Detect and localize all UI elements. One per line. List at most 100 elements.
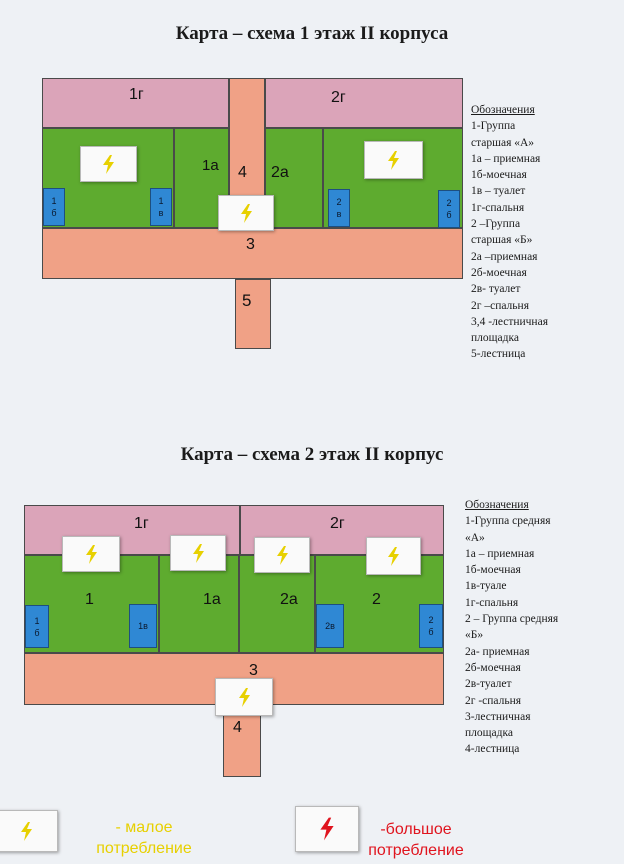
room-2g bbox=[265, 78, 463, 128]
legend-heading: Обозначения bbox=[465, 499, 529, 511]
room-1v-number: 1 bbox=[158, 196, 164, 206]
small-consumption-card bbox=[170, 535, 226, 571]
label-3: 3 bbox=[249, 662, 258, 679]
room-1v: 1в bbox=[129, 604, 157, 648]
small-consumption-key-card bbox=[0, 810, 58, 852]
lightning-yellow-icon bbox=[276, 545, 288, 565]
label-2: 2 bbox=[372, 591, 381, 608]
room-2b: 2 б bbox=[438, 190, 460, 228]
lightning-yellow-icon bbox=[85, 544, 97, 564]
label-1a: 1а bbox=[203, 591, 221, 608]
legend-item: площадка bbox=[465, 727, 513, 740]
legend-item: 1-Группа bbox=[471, 120, 516, 133]
room-2v-letter: в bbox=[336, 209, 342, 219]
label-5: 5 bbox=[242, 291, 252, 310]
small-consumption-card bbox=[62, 536, 120, 572]
legend-item: «А» bbox=[465, 531, 485, 544]
room-2v-number: 2 bbox=[336, 197, 342, 207]
legend-item: 1б-моечная bbox=[465, 564, 521, 577]
legend-item: 1г-спальня bbox=[465, 596, 519, 609]
label-4: 4 bbox=[238, 164, 247, 181]
room-1v-letter: в bbox=[158, 208, 164, 218]
legend-item: 2в-туалет bbox=[465, 678, 512, 691]
lightning-yellow-icon bbox=[192, 543, 204, 563]
legend-item: 1а – приемная bbox=[465, 547, 535, 560]
legend-item: 4-лестница bbox=[465, 743, 520, 756]
staircase-4 bbox=[223, 705, 261, 777]
legend-item: «Б» bbox=[465, 629, 484, 642]
large-consumption-key-card bbox=[295, 806, 359, 852]
legend-item: 2б-моечная bbox=[471, 266, 527, 279]
label-4: 4 bbox=[233, 719, 242, 736]
small-consumption-card bbox=[80, 146, 137, 182]
lightning-red-icon bbox=[320, 817, 334, 841]
staircase-5 bbox=[235, 279, 271, 349]
room-2b: 2 б bbox=[419, 604, 443, 648]
large-consumption-label-line1: -большое bbox=[380, 821, 452, 838]
room-1b-letter: б bbox=[51, 208, 57, 218]
lightning-yellow-icon bbox=[103, 154, 114, 174]
room-2v-label: 2в bbox=[325, 621, 335, 631]
legend-item: 5-лестница bbox=[471, 348, 526, 361]
label-2a: 2а bbox=[280, 591, 298, 608]
small-consumption-label-line2: потребление bbox=[96, 840, 192, 857]
small-consumption-card bbox=[218, 195, 274, 231]
room-2b-number: 2 bbox=[428, 615, 434, 625]
legend-item: 3,4 -лестничная bbox=[471, 315, 548, 328]
label-2g: 2г bbox=[331, 89, 346, 106]
floor2-title: Карта – схема 2 этаж II корпус bbox=[180, 444, 444, 465]
label-1a: 1а bbox=[202, 157, 219, 174]
room-1g bbox=[42, 78, 229, 128]
legend-item: старшая «А» bbox=[471, 136, 535, 149]
label-1g: 1г bbox=[129, 86, 144, 103]
legend-item: площадка bbox=[471, 332, 519, 345]
large-consumption-label: -большое потребление bbox=[356, 819, 476, 861]
room-1b: 1 б bbox=[43, 188, 65, 226]
large-consumption-label-line2: потребление bbox=[368, 842, 464, 859]
room-1v: 1 в bbox=[150, 188, 172, 226]
legend-item: 3-лестничная bbox=[465, 710, 531, 723]
floor2-legend: Обозначения 1-Группа средняя «А» 1а – пр… bbox=[465, 497, 558, 758]
lightning-yellow-icon bbox=[20, 821, 32, 841]
legend-heading: Обозначения bbox=[471, 104, 535, 116]
small-consumption-card bbox=[215, 678, 273, 716]
legend-item: 1б-моечная bbox=[471, 169, 527, 182]
legend-item: 2 – Группа средняя bbox=[465, 613, 559, 626]
legend-item: старшая «Б» bbox=[471, 234, 533, 247]
label-2a: 2а bbox=[271, 164, 289, 181]
small-consumption-card bbox=[254, 537, 310, 573]
label-1g: 1г bbox=[134, 515, 149, 532]
legend-item: 1в – туалет bbox=[471, 185, 526, 198]
room-2v: 2в bbox=[316, 604, 344, 648]
floor1-legend: Обозначения 1-Группа старшая «А» 1а – пр… bbox=[471, 102, 548, 363]
floor1-title: Карта – схема 1 этаж II корпуса bbox=[175, 23, 449, 44]
small-consumption-card bbox=[364, 141, 423, 179]
legend-item: 2г –спальня bbox=[471, 299, 529, 312]
legend-item: 2а –приемная bbox=[471, 250, 538, 263]
legend-item: 2г -спальня bbox=[465, 694, 522, 707]
legend-item: 2 –Группа bbox=[471, 218, 521, 231]
small-consumption-label-line1: - малое bbox=[115, 819, 173, 836]
lightning-yellow-icon bbox=[388, 546, 399, 566]
room-1v-label: 1в bbox=[138, 621, 148, 631]
room-2v: 2 в bbox=[328, 189, 350, 227]
legend-item: 2в- туалет bbox=[471, 283, 521, 296]
label-1: 1 bbox=[85, 591, 94, 608]
room-1b-number: 1 bbox=[34, 615, 40, 626]
room-1b: 1 б bbox=[25, 605, 49, 648]
room-2a bbox=[265, 128, 323, 228]
room-1b-number: 1 bbox=[51, 196, 57, 206]
label-3: 3 bbox=[246, 236, 255, 253]
small-consumption-label: - малое потребление bbox=[82, 817, 206, 859]
room-2b-letter: б bbox=[446, 210, 452, 220]
room-1a bbox=[159, 555, 239, 653]
lightning-yellow-icon bbox=[240, 203, 252, 223]
legend-item: 1в-туале bbox=[465, 580, 507, 593]
legend-item: 1-Группа средняя bbox=[465, 515, 551, 528]
lightning-yellow-icon bbox=[238, 687, 250, 707]
small-consumption-card bbox=[366, 537, 421, 575]
legend-item: 2б-моечная bbox=[465, 661, 521, 674]
label-2g: 2г bbox=[330, 515, 345, 532]
room-1b-letter: б bbox=[34, 627, 40, 638]
legend-item: 1г-спальня bbox=[471, 201, 525, 214]
